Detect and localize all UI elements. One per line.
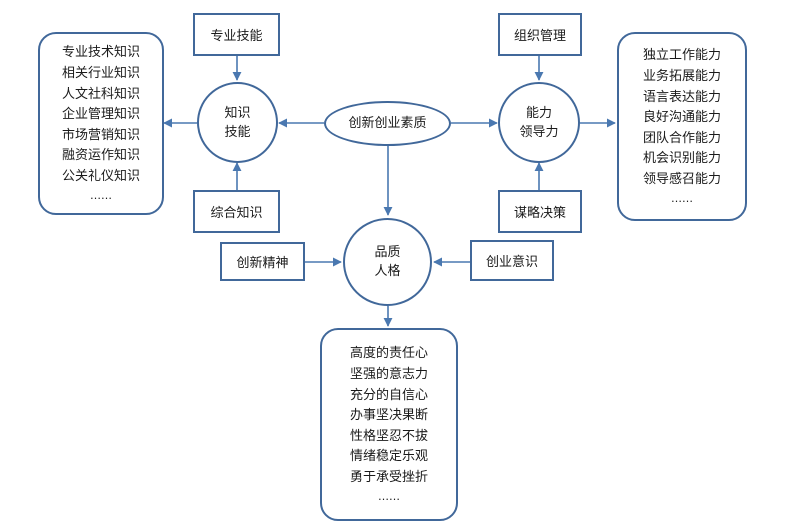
- personality-item: 勇于承受挫折: [349, 469, 428, 485]
- quality-line2: 人格: [374, 264, 401, 279]
- ability-item: 机会识别能力: [642, 151, 721, 167]
- quality-line1: 品质: [374, 245, 401, 260]
- knowledge-item: 公关礼仪知识: [61, 168, 140, 184]
- ability-item-ellipsis: ……: [671, 191, 693, 205]
- center-core-label: 创新创业素质: [348, 116, 427, 131]
- personality-item: 高度的责任心: [349, 346, 428, 362]
- innovation-spirit-box: 创新精神: [220, 242, 305, 281]
- knowledge-list-panel: 专业技术知识 相关行业知识 人文社科知识 企业管理知识 市场营销知识 融资运作知…: [38, 32, 164, 215]
- professional-skill-label: 专业技能: [210, 29, 263, 44]
- personality-item: 情绪稳定乐观: [349, 449, 428, 465]
- personality-item: 充分的自信心: [349, 387, 428, 403]
- ability-item: 业务拓展能力: [642, 69, 721, 85]
- ability-list-panel: 独立工作能力 业务拓展能力 语言表达能力 良好沟通能力 团队合作能力 机会识别能…: [617, 32, 747, 221]
- leadership-line1: 能力: [525, 105, 552, 121]
- knowledge-item: 专业技术知识: [61, 45, 140, 61]
- entrepreneurial-awareness-label: 创业意识: [485, 255, 538, 270]
- personality-item: 性格坚忍不拔: [349, 428, 428, 444]
- knowledge-item: 市场营销知识: [61, 127, 140, 143]
- ability-item: 团队合作能力: [642, 130, 721, 146]
- personality-item-ellipsis: ……: [378, 489, 400, 503]
- leadership-line2: 领导力: [519, 124, 559, 140]
- knowledge-item-ellipsis: ……: [90, 188, 112, 202]
- personality-list-panel: 高度的责任心 坚强的意志力 充分的自信心 办事坚决果断 性格坚忍不拔 情绪稳定乐…: [320, 328, 458, 521]
- knowledge-skill-line1: 知识: [224, 105, 251, 121]
- strategic-decision-box: 谋略决策: [498, 190, 582, 233]
- knowledge-skill-line2: 技能: [224, 124, 251, 140]
- entrepreneurial-awareness-box: 创业意识: [470, 240, 554, 281]
- comprehensive-knowledge-label: 综合知识: [210, 206, 263, 221]
- knowledge-item: 人文社科知识: [61, 86, 140, 102]
- ability-item: 良好沟通能力: [642, 110, 721, 126]
- knowledge-item: 相关行业知识: [61, 66, 140, 82]
- innovation-spirit-label: 创新精神: [236, 256, 289, 271]
- quality-personality-circle: 品质 人格: [343, 218, 432, 306]
- knowledge-item: 融资运作知识: [61, 148, 140, 164]
- org-management-box: 组织管理: [498, 13, 582, 56]
- org-management-label: 组织管理: [513, 29, 566, 44]
- personality-item: 办事坚决果断: [349, 408, 428, 424]
- knowledge-item: 企业管理知识: [61, 107, 140, 123]
- comprehensive-knowledge-box: 综合知识: [193, 190, 280, 233]
- leadership-circle: 能力 领导力: [498, 82, 580, 163]
- strategic-decision-label: 谋略决策: [513, 206, 566, 221]
- ability-item: 领导感召能力: [642, 171, 721, 187]
- personality-item: 坚强的意志力: [349, 367, 428, 383]
- ability-item: 语言表达能力: [642, 89, 721, 105]
- ability-item: 独立工作能力: [642, 48, 721, 64]
- center-core-ellipse: 创新创业素质: [324, 101, 451, 146]
- knowledge-skill-circle: 知识 技能: [197, 82, 278, 163]
- professional-skill-box: 专业技能: [193, 13, 280, 56]
